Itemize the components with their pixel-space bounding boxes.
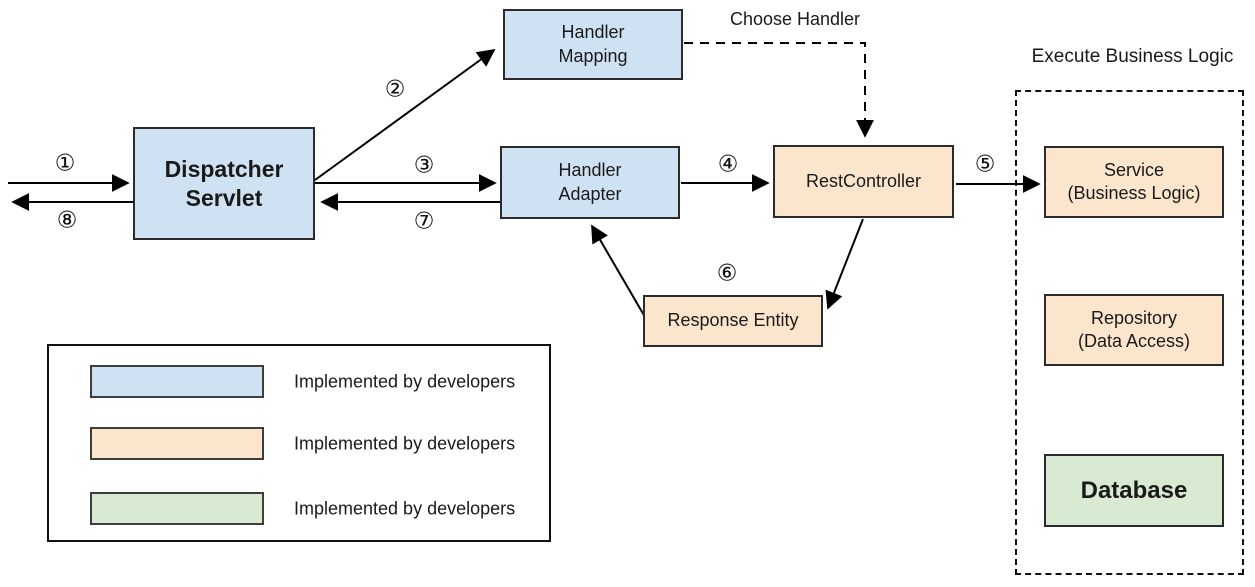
- legend-swatch-green: [90, 492, 264, 525]
- edge-step2-to-handler-mapping: [314, 48, 496, 181]
- node-service: Service (Business Logic): [1044, 146, 1224, 218]
- legend-label-orange: Implemented by developers: [294, 433, 516, 454]
- legend-box: Implemented by developers Implemented by…: [47, 344, 551, 542]
- edge-restcontroller-to-response-entity: [825, 218, 864, 310]
- node-database: Database: [1044, 454, 1224, 527]
- node-dispatcher-servlet: Dispatcher Servlet: [133, 127, 315, 240]
- step-2-badge: ②: [384, 75, 406, 102]
- node-response-entity: Response Entity: [643, 295, 823, 347]
- step-1-badge: ①: [54, 149, 76, 176]
- legend-label-green: Implemented by developers: [294, 498, 516, 519]
- choose-handler-label: Choose Handler: [729, 9, 861, 29]
- node-rest-controller: RestController: [773, 145, 954, 218]
- legend-swatch-blue: [90, 365, 264, 398]
- node-handler-adapter: Handler Adapter: [500, 146, 680, 219]
- execute-business-logic-group: [1015, 90, 1244, 575]
- node-repository: Repository (Data Access): [1044, 294, 1224, 366]
- step-3-badge: ③: [413, 151, 435, 178]
- step-7-badge: ⑦: [413, 207, 435, 234]
- step-6-badge: ⑥: [716, 259, 738, 286]
- step-4-badge: ④: [717, 150, 739, 177]
- step-8-badge: ⑧: [56, 206, 78, 233]
- node-handler-mapping: Handler Mapping: [503, 9, 683, 80]
- execute-business-logic-title: Execute Business Logic: [1031, 46, 1234, 67]
- edge-step6-response-entity-to-adapter: [591, 224, 646, 318]
- edge-choose-handler-dashed: [684, 42, 874, 138]
- step-5-badge: ⑤: [974, 150, 996, 177]
- legend-swatch-orange: [90, 427, 264, 460]
- legend-label-blue: Implemented by developers: [294, 371, 516, 392]
